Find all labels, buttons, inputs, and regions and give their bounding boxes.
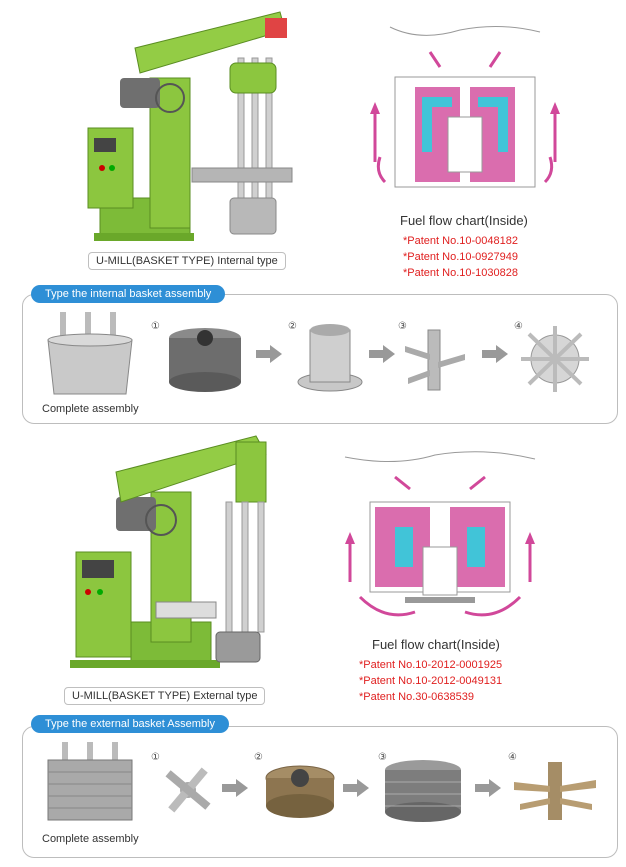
fuel-flow-chart-internal	[360, 22, 570, 202]
step-image	[296, 322, 364, 394]
patent-item: *Patent No.10-0927949	[403, 251, 518, 263]
fuel-flow-chart-external	[335, 447, 545, 627]
step-number: ④	[508, 752, 517, 763]
arrow-icon	[482, 345, 508, 363]
step-number: ③	[378, 752, 387, 763]
flow-chart-title-external: Fuel flow chart(Inside)	[372, 637, 500, 652]
machine-external-caption: U-MILL(BASKET TYPE) External type	[64, 687, 266, 705]
step-number: ④	[514, 321, 523, 332]
step-image	[262, 758, 338, 822]
arrow-icon	[343, 779, 369, 797]
step-number: ③	[398, 321, 407, 332]
step-number: ①	[151, 752, 160, 763]
arrow-icon	[256, 345, 282, 363]
patent-item: *Patent No.10-2012-0049131	[359, 675, 503, 687]
patent-item: *Patent No.30-0638539	[359, 691, 474, 703]
external-assembly-tag: Type the external basket Assembly	[31, 715, 229, 733]
step-number: ①	[151, 321, 160, 332]
arrow-icon	[222, 779, 248, 797]
machine-internal-caption: U-MILL(BASKET TYPE) Internal type	[88, 252, 286, 270]
step-image	[160, 322, 250, 394]
flow-chart-title-internal: Fuel flow chart(Inside)	[400, 213, 528, 228]
step-image	[510, 758, 600, 824]
patent-item: *Patent No.10-1030828	[403, 267, 518, 279]
step-image	[515, 324, 595, 394]
step-image	[158, 760, 218, 820]
arrow-icon	[369, 345, 395, 363]
complete-assembly-image-internal	[40, 310, 140, 398]
complete-assembly-label-external: Complete assembly	[42, 833, 139, 845]
patent-item: *Patent No.10-2012-0001925	[359, 659, 503, 671]
machine-internal-type	[80, 8, 310, 250]
patent-item: *Patent No.10-0048182	[403, 235, 518, 247]
step-number: ②	[288, 321, 297, 332]
complete-assembly-label-internal: Complete assembly	[42, 403, 139, 415]
arrow-icon	[475, 779, 501, 797]
complete-assembly-image-external	[40, 740, 140, 828]
internal-assembly-tag: Type the internal basket assembly	[31, 285, 226, 303]
step-image	[380, 758, 466, 824]
machine-external-type	[66, 432, 291, 677]
step-number: ②	[254, 752, 263, 763]
step-image	[400, 326, 470, 394]
